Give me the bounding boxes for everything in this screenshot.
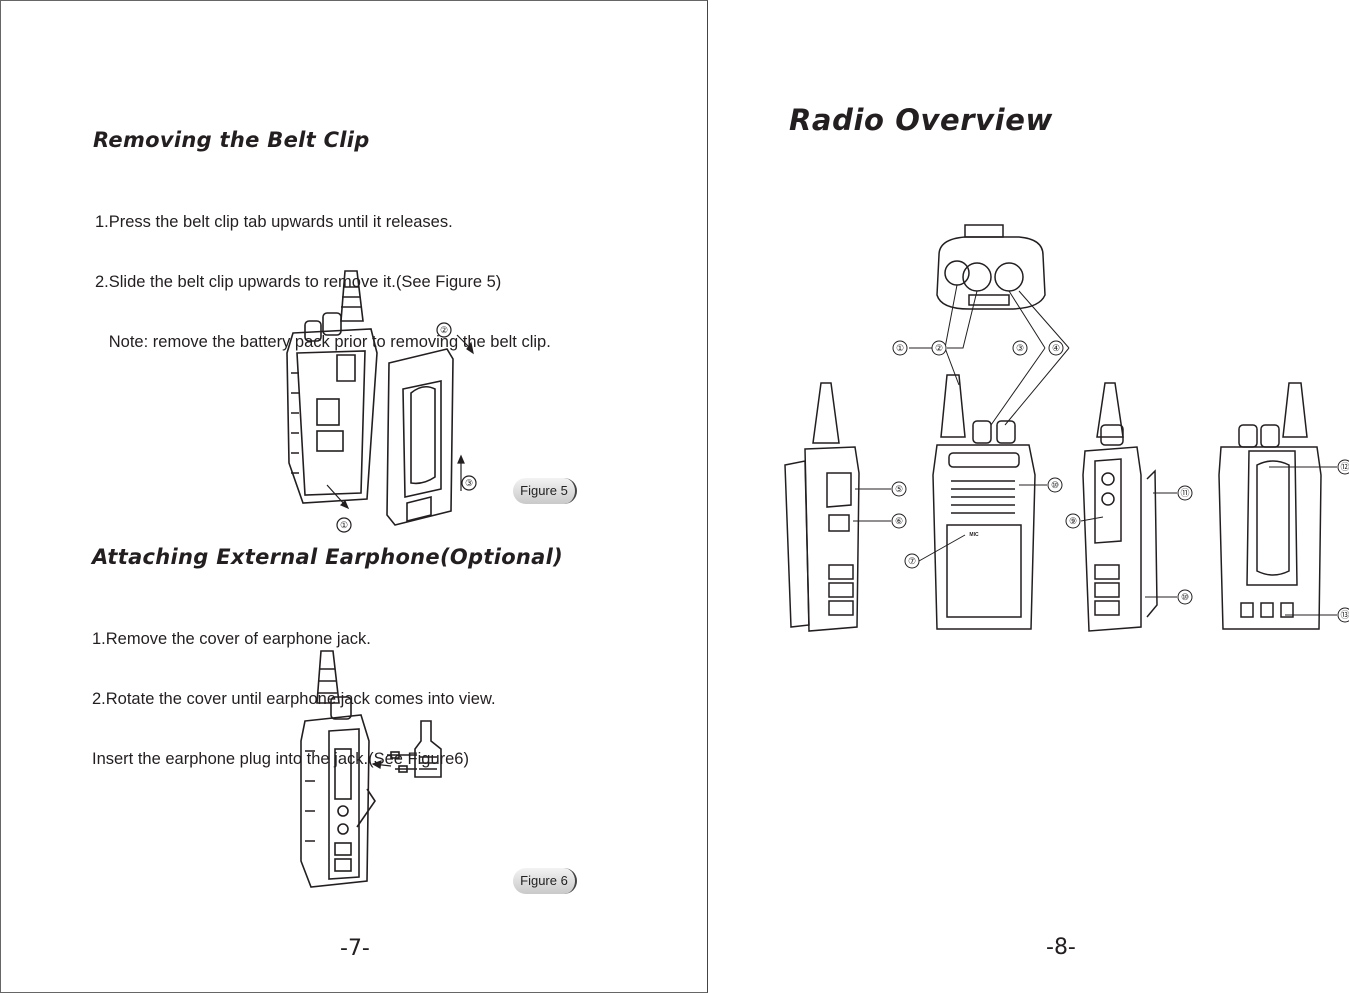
- page-number-right: -8-: [1046, 935, 1076, 960]
- overview-callout-10b: ⑩: [1181, 592, 1189, 602]
- overview-callout-1: ①: [896, 343, 904, 353]
- mic-label: MIC: [969, 532, 979, 538]
- overview-callout-3: ③: [1016, 343, 1024, 353]
- overview-callout-13: ⑬: [1340, 610, 1349, 620]
- figure-5-illustration: ② ③ ①: [286, 270, 477, 533]
- figure-5-label: Figure 5: [513, 478, 577, 504]
- earphone-step-1: 1.Remove the cover of earphone jack.: [92, 630, 371, 648]
- radio-overview-heading: Radio Overview: [789, 103, 1053, 137]
- figure-6-illustration: [300, 650, 442, 888]
- figure-6-label: Figure 6: [513, 868, 577, 894]
- earphone-steps: 1.Remove the cover of earphone jack. 2.R…: [92, 589, 496, 809]
- overview-callout-7: ⑦: [908, 556, 916, 566]
- left-page: Removing the Belt Clip 1.Press the belt …: [0, 0, 708, 993]
- right-page: Radio Overview: [709, 0, 1349, 993]
- callout-3: ③: [465, 478, 473, 488]
- overview-callout-9: ⑨: [1069, 516, 1077, 526]
- overview-callout-6: ⑥: [895, 516, 903, 526]
- radio-overview-diagram: ① ② ③ ④ ⑤ ⑥ ⑦ ⑩ ⑨ ⑪ ⑩ ⑫ ⑬ MIC: [784, 224, 1349, 632]
- belt-step-1: 1.Press the belt clip tab upwards until …: [95, 213, 453, 231]
- callout-1: ①: [340, 520, 348, 530]
- overview-callout-11: ⑪: [1180, 488, 1189, 498]
- belt-step-2: 2.Slide the belt clip upwards to remove …: [95, 273, 502, 291]
- earphone-heading: Attaching External Earphone(Optional): [92, 545, 564, 569]
- overview-callout-4: ④: [1052, 343, 1060, 353]
- overview-callout-5: ⑤: [895, 484, 903, 494]
- belt-clip-heading: Removing the Belt Clip: [93, 128, 370, 152]
- overview-callout-2: ②: [935, 343, 943, 353]
- callout-2: ②: [440, 325, 448, 335]
- overview-callout-12: ⑫: [1340, 462, 1349, 472]
- overview-callout-10a: ⑩: [1051, 480, 1059, 490]
- page-number-left: -7-: [340, 936, 370, 961]
